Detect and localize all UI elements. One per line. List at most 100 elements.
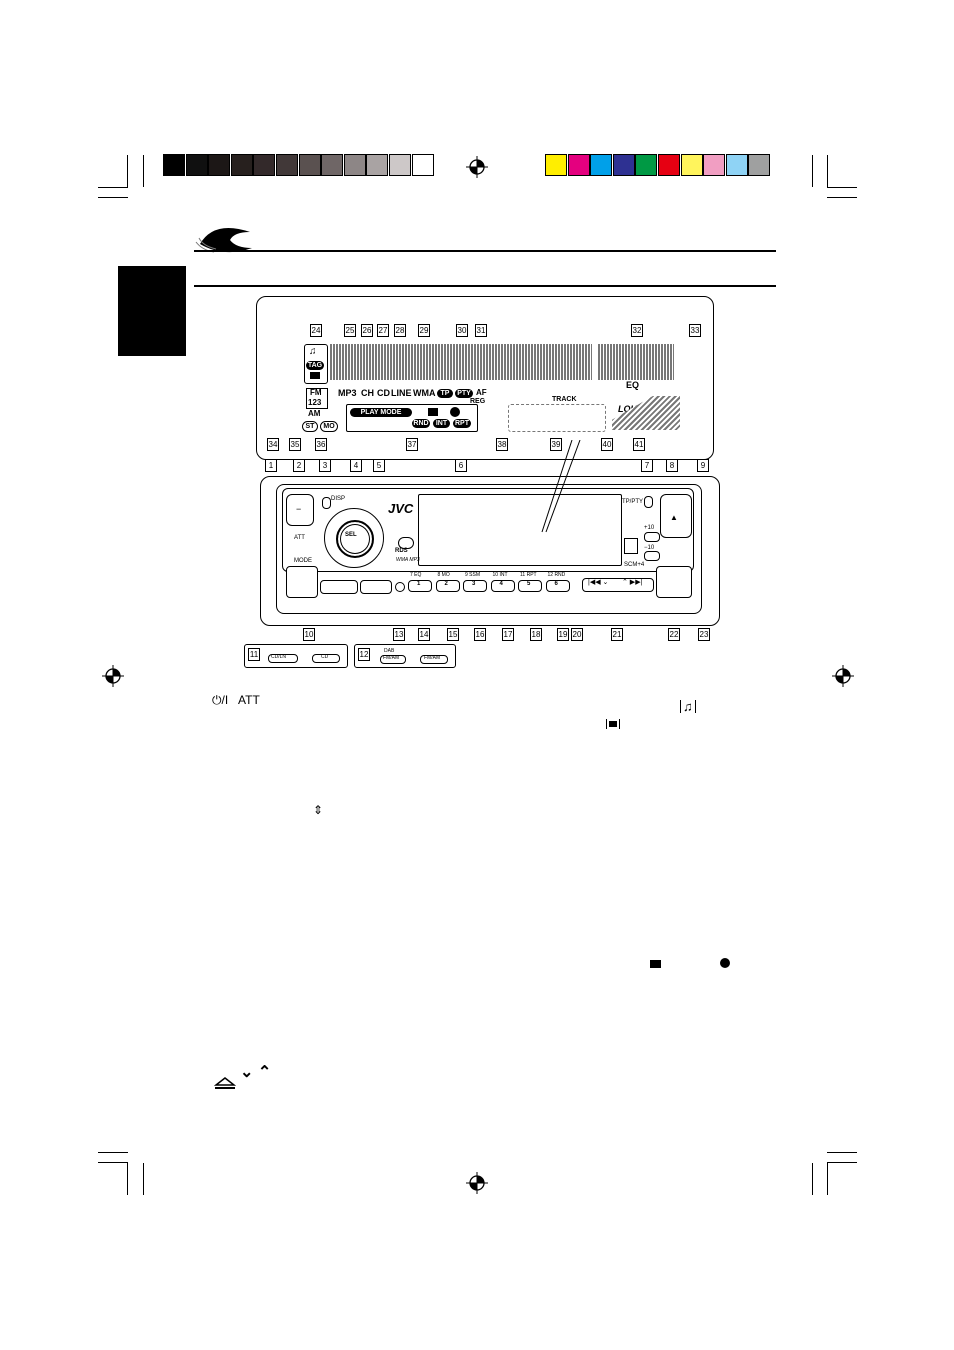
gray-swatch bbox=[230, 154, 253, 176]
gray-swatch bbox=[185, 154, 208, 176]
unit-callout: 5 bbox=[373, 459, 385, 472]
display-callout: 25 bbox=[344, 324, 356, 337]
seek-back-icon: |◀◀ ⌄ bbox=[588, 579, 609, 586]
folder-icon bbox=[310, 372, 320, 379]
aux-jack-icon[interactable] bbox=[395, 582, 405, 592]
display-callout: 37 bbox=[406, 438, 418, 451]
display-callout: 39 bbox=[550, 438, 562, 451]
display-callout: 24 bbox=[310, 324, 322, 337]
band-button[interactable] bbox=[360, 580, 392, 594]
track-digits bbox=[508, 404, 606, 432]
color-swatch bbox=[567, 154, 590, 176]
fm-band-number: 123 bbox=[308, 398, 322, 407]
st-indicator: ST bbox=[302, 421, 318, 432]
mo-indicator: MO bbox=[320, 421, 338, 432]
rpt-indicator: RPT bbox=[453, 419, 471, 428]
variant-11-right-button bbox=[312, 654, 340, 663]
unit-callout: 8 bbox=[666, 459, 678, 472]
color-swatch bbox=[680, 154, 703, 176]
am-indicator: AM bbox=[308, 409, 321, 418]
gray-swatch bbox=[366, 154, 389, 176]
sel-button[interactable] bbox=[336, 520, 374, 558]
brand-logo: JVC bbox=[388, 501, 414, 516]
tag-indicator-frame bbox=[304, 344, 328, 384]
up-button[interactable] bbox=[644, 532, 660, 542]
display-callout: 31 bbox=[475, 324, 487, 337]
tp-pty-button[interactable] bbox=[644, 496, 653, 508]
int-indicator: INT bbox=[433, 419, 450, 428]
disp-button[interactable] bbox=[322, 497, 331, 509]
faceplate bbox=[282, 488, 694, 572]
registration-mark-bottom bbox=[466, 1172, 488, 1194]
preset-button-1[interactable] bbox=[408, 580, 432, 592]
lcd-window bbox=[418, 494, 622, 566]
mode-button[interactable] bbox=[286, 566, 318, 598]
unit-callout: 22 bbox=[668, 628, 680, 641]
disp-label: DISP bbox=[331, 496, 346, 502]
preset-label: 11 RPT bbox=[520, 572, 537, 578]
section-rule bbox=[194, 285, 776, 287]
display-callout: 41 bbox=[633, 438, 645, 451]
eject-button[interactable] bbox=[660, 494, 692, 538]
gray-swatch bbox=[163, 154, 185, 176]
preset-number: 1 bbox=[417, 581, 421, 587]
preset-label: 10 INT bbox=[492, 572, 508, 578]
unit-callout: 14 bbox=[418, 628, 430, 641]
unit-callout: 16 bbox=[474, 628, 486, 641]
eject-text-icon bbox=[213, 1076, 237, 1089]
tp-indicator: TP bbox=[437, 389, 453, 398]
color-swatch bbox=[703, 154, 726, 176]
mp3-indicator: MP3 bbox=[338, 388, 357, 398]
gray-swatch bbox=[343, 154, 366, 176]
display-callout: 30 bbox=[456, 324, 468, 337]
fm-indicator-frame bbox=[306, 388, 328, 409]
scroll-arrows-icon: ⇕ bbox=[313, 803, 324, 817]
tag-indicator: TAG bbox=[306, 361, 324, 370]
unit-callout: 10 bbox=[303, 628, 315, 641]
registration-mark-right bbox=[832, 665, 854, 687]
display-callout: 36 bbox=[315, 438, 327, 451]
variant-12-right-button bbox=[420, 655, 448, 664]
eq-bar-display bbox=[598, 344, 674, 380]
display-callout: 32 bbox=[631, 324, 643, 337]
disc-mode-icon bbox=[450, 407, 460, 417]
display-callout: 34 bbox=[267, 438, 279, 451]
unit-callout: 18 bbox=[530, 628, 542, 641]
down-button[interactable] bbox=[644, 551, 660, 561]
power-att-button[interactable] bbox=[286, 494, 314, 526]
unit-callout: 9 bbox=[697, 459, 709, 472]
folder-mode-icon bbox=[428, 408, 438, 416]
gray-swatch bbox=[389, 154, 411, 176]
play-mode-frame bbox=[346, 404, 478, 432]
preset-button-4[interactable] bbox=[490, 580, 515, 592]
minus-icon: − bbox=[296, 504, 302, 514]
variant-12-right-label: FM/AM bbox=[424, 655, 441, 661]
preset-button-2[interactable] bbox=[435, 580, 460, 592]
control-dial[interactable] bbox=[324, 508, 384, 568]
unit-callout: 2 bbox=[293, 459, 305, 472]
color-swatch bbox=[725, 154, 748, 176]
release-button[interactable] bbox=[656, 566, 692, 598]
mode-label: MODE bbox=[294, 558, 312, 564]
eject-icon: ▲ bbox=[670, 513, 678, 522]
music-note-icon: ♫ bbox=[309, 346, 317, 357]
display-pointer bbox=[541, 440, 581, 533]
preset-label: 12 RND bbox=[547, 572, 566, 578]
source-button[interactable] bbox=[320, 580, 358, 594]
unit-body-inner bbox=[276, 484, 702, 614]
variant-12-left-button bbox=[380, 655, 406, 664]
seek-button[interactable] bbox=[582, 578, 654, 592]
display-callout: 33 bbox=[689, 324, 701, 337]
scm-label: SCM+4 bbox=[624, 562, 645, 568]
preset-button-5[interactable] bbox=[518, 580, 542, 592]
eq-indicator: EQ bbox=[626, 380, 640, 390]
preset-button-6[interactable] bbox=[545, 580, 570, 592]
variant-11-box bbox=[244, 644, 348, 668]
display-callout: 40 bbox=[601, 438, 613, 451]
variant-12-dab-label: DAB bbox=[384, 648, 395, 654]
wma-indicator: WMA bbox=[413, 388, 436, 398]
preset-button-3[interactable] bbox=[463, 580, 487, 592]
line-indicator: LINE bbox=[391, 388, 412, 398]
header-rule bbox=[194, 250, 776, 252]
gray-swatch bbox=[276, 154, 298, 176]
